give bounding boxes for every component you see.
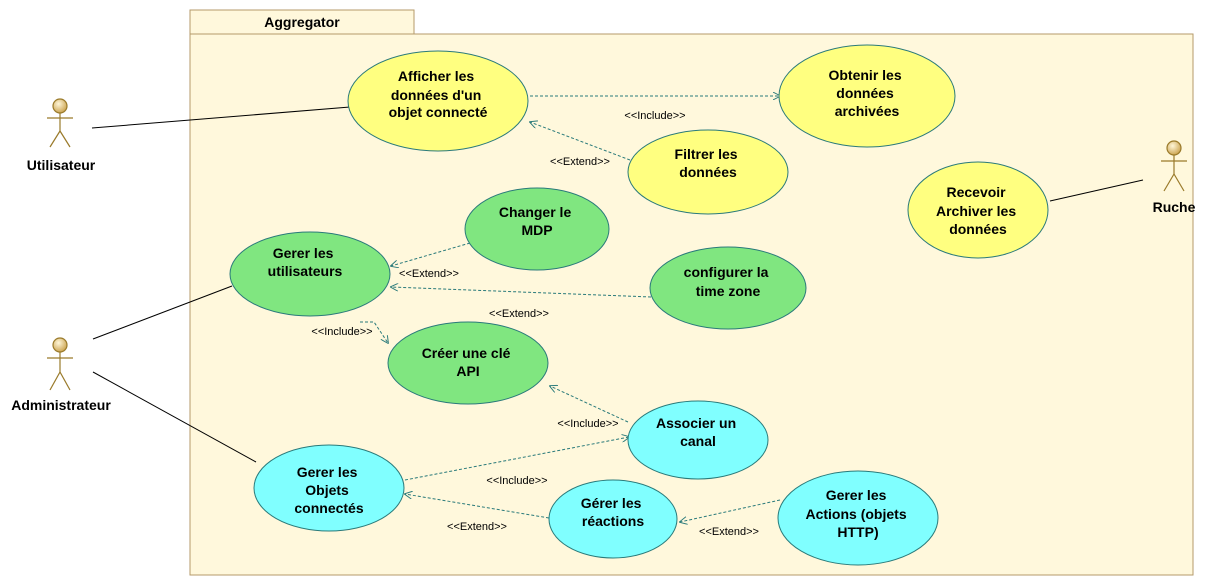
- uc-filtrer-line2: données: [679, 164, 737, 180]
- label-extend-actions: <<Extend>>: [699, 526, 759, 538]
- svg-text:Gerer les Objets c: Gerer les Objets connectés: [294, 464, 363, 516]
- use-case-cle-api[interactable]: Créer une clé API: [387, 321, 549, 405]
- svg-text:Gérer les réactions: Gérer les réactions: [581, 495, 646, 529]
- uc-associer-canal-line1: Associer un: [656, 415, 736, 431]
- svg-text:configurer la time zone: configurer la time zone: [684, 264, 773, 299]
- assoc-admin-gerer-objets: [92, 371, 257, 463]
- dep-extend-filtrer: [530, 122, 631, 161]
- uc-gerer-actions-line3: HTTP): [837, 524, 878, 540]
- package-title: Aggregator: [264, 14, 340, 30]
- svg-text:Changer le MDP: Changer le MDP: [499, 204, 575, 238]
- svg-text:Afficher les données d'u: Afficher les données d'un objet connecté: [389, 68, 488, 120]
- label-extend-reactions: <<Extend>>: [447, 521, 507, 533]
- uc-timezone-line2: time zone: [696, 283, 761, 299]
- dep-extend-actions: [680, 499, 781, 522]
- dep-include-canal-cle: [550, 386, 629, 423]
- uc-gerer-actions-line2: Actions (objets: [805, 506, 906, 522]
- package-tab: [189, 9, 415, 35]
- use-case-recevoir[interactable]: Recevoir Archiver les données: [907, 161, 1049, 259]
- uc-recevoir-line1: Recevoir: [946, 184, 1006, 200]
- use-case-gerer-reactions[interactable]: Gérer les réactions: [548, 479, 678, 559]
- label-include-objets-canal: <<Include>>: [486, 475, 547, 487]
- uc-gerer-objets-line3: connectés: [294, 500, 363, 516]
- uc-filtrer-line1: Filtrer les: [675, 146, 738, 162]
- uc-gerer-reactions-line2: réactions: [582, 513, 644, 529]
- label-include-obtenir: <<Include>>: [624, 110, 685, 122]
- svg-text:Recevoir Archiver les: Recevoir Archiver les données: [936, 184, 1020, 237]
- label-include-cle: <<Include>>: [311, 326, 372, 338]
- actor-administrateur[interactable]: [47, 337, 73, 391]
- use-case-gerer-objets[interactable]: Gerer les Objets connectés: [253, 444, 405, 532]
- svg-text:Gerer les Actions (objet: Gerer les Actions (objets HTTP): [805, 487, 910, 540]
- label-extend-filtrer: <<Extend>>: [550, 156, 610, 168]
- uc-afficher-line2: données d'un: [391, 87, 481, 103]
- assoc-utilisateur-afficher: [91, 106, 351, 129]
- actor-administrateur-label: Administrateur: [11, 397, 111, 413]
- actor-ruche[interactable]: [1161, 140, 1187, 192]
- uc-gerer-actions-line1: Gerer les: [826, 487, 887, 503]
- associations: [91, 106, 1144, 463]
- dep-extend-timezone: [391, 287, 652, 298]
- stereotype-labels: <<Include>> <<Extend>> <<Extend>> <<Exte…: [311, 110, 759, 538]
- uc-gerer-utilisateurs-line2: utilisateurs: [268, 263, 343, 279]
- uc-gerer-reactions-line1: Gérer les: [581, 495, 642, 511]
- uc-gerer-objets-line2: Objets: [305, 482, 349, 498]
- actor-ruche-label: Ruche: [1153, 199, 1196, 215]
- label-extend-mdp: <<Extend>>: [399, 268, 459, 280]
- assoc-ruche-recevoir: [1049, 179, 1144, 202]
- uc-changer-mdp-line1: Changer le: [499, 204, 572, 220]
- svg-text:Obtenir les données: Obtenir les données archivées: [828, 67, 905, 119]
- uc-timezone-line1: configurer la: [684, 264, 769, 280]
- dep-extend-mdp: [391, 242, 471, 266]
- use-case-timezone[interactable]: configurer la time zone: [649, 246, 807, 330]
- use-case-changer-mdp[interactable]: Changer le MDP: [464, 187, 610, 271]
- use-case-gerer-actions[interactable]: Gerer les Actions (objets HTTP): [777, 470, 939, 566]
- uc-recevoir-line2: Archiver les: [936, 203, 1016, 219]
- use-case-filtrer[interactable]: Filtrer les données: [627, 129, 789, 215]
- actor-utilisateur[interactable]: [47, 98, 73, 148]
- uc-obtenir-line3: archivées: [835, 103, 900, 119]
- uc-cle-api-line1: Créer une clé: [422, 345, 511, 361]
- svg-text:Gerer les utilisateurs: Gerer les utilisateurs: [268, 245, 343, 279]
- uc-afficher-line3: objet connecté: [389, 104, 488, 120]
- use-case-obtenir[interactable]: Obtenir les données archivées: [778, 44, 956, 148]
- uc-gerer-utilisateurs-line1: Gerer les: [273, 245, 334, 261]
- dep-include-objets-canal: [404, 437, 629, 481]
- uc-recevoir-line3: données: [949, 221, 1007, 237]
- svg-text:Associer un canal: Associer un canal: [656, 415, 740, 449]
- uc-obtenir-line2: données: [836, 85, 894, 101]
- uc-gerer-objets-line1: Gerer les: [297, 464, 358, 480]
- use-case-afficher[interactable]: Afficher les données d'un objet connecté: [347, 50, 529, 152]
- uc-associer-canal-line2: canal: [680, 433, 716, 449]
- dep-include-cle: [360, 321, 388, 343]
- uc-obtenir-line1: Obtenir les: [828, 67, 901, 83]
- actor-utilisateur-label: Utilisateur: [27, 157, 96, 173]
- label-include-canal-cle: <<Include>>: [557, 418, 618, 430]
- svg-text:Filtrer les données: Filtrer les données: [675, 146, 742, 180]
- uc-afficher-line1: Afficher les: [398, 68, 474, 84]
- assoc-admin-gerer-utilisateurs: [92, 285, 233, 340]
- use-case-associer-canal[interactable]: Associer un canal: [627, 400, 769, 480]
- dependencies: [360, 96, 780, 522]
- uc-changer-mdp-line2: MDP: [521, 222, 552, 238]
- uc-cle-api-line2: API: [456, 363, 479, 379]
- use-case-gerer-utilisateurs[interactable]: Gerer les utilisateurs: [229, 231, 391, 317]
- label-extend-timezone: <<Extend>>: [489, 308, 549, 320]
- dep-extend-reactions: [405, 494, 550, 519]
- svg-text:Créer une clé API: Créer une clé API: [422, 345, 515, 379]
